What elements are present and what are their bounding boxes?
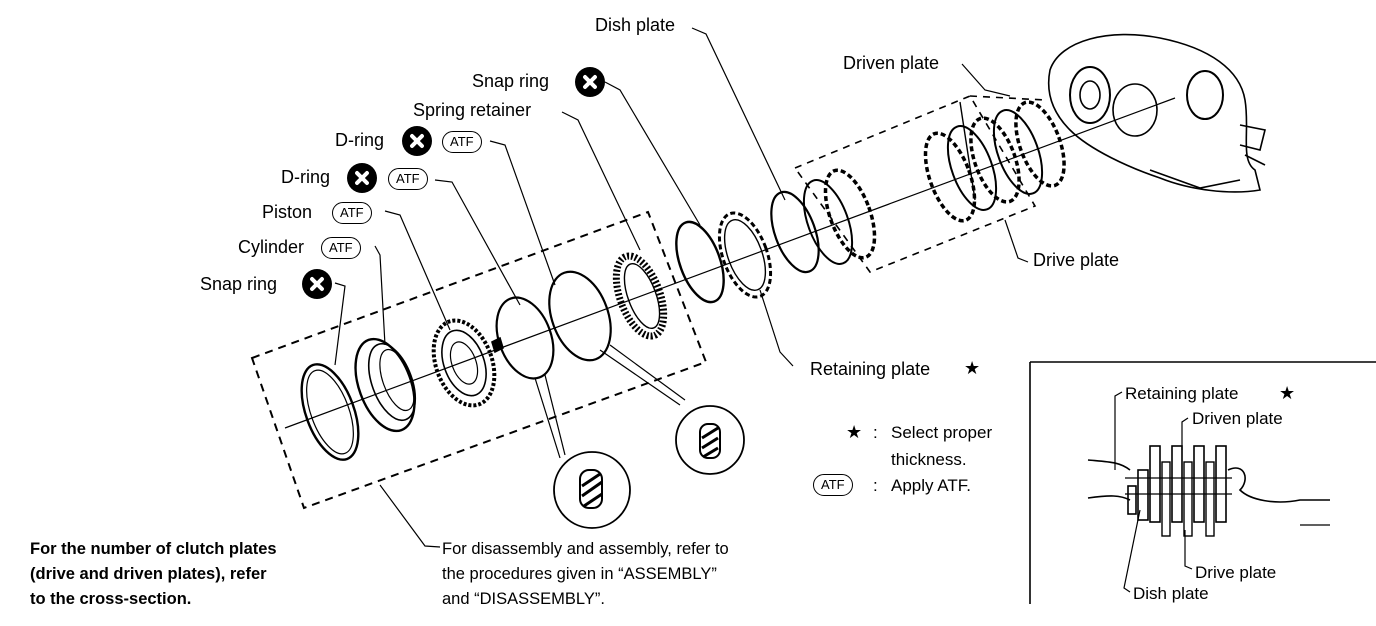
x-mark-icon bbox=[347, 163, 377, 193]
leader-lines bbox=[334, 27, 1029, 548]
note-center-line-1: For disassembly and assembly, refer to bbox=[442, 540, 729, 558]
inset-label-retaining-plate: Retaining plate bbox=[1125, 384, 1239, 403]
label-snap-ring-top: Snap ring bbox=[472, 71, 550, 91]
note-left-line-2: (drive and driven plates), refer bbox=[30, 565, 267, 583]
legend-star-separator: : bbox=[873, 423, 878, 442]
legend-atf-separator: : bbox=[873, 476, 878, 495]
inset-label-driven-plate: Driven plate bbox=[1192, 409, 1283, 428]
legend-star-text-1: Select proper bbox=[891, 423, 993, 442]
note-center-line-2: the procedures given in “ASSEMBLY” bbox=[442, 565, 717, 583]
atf-badge-icon: ATF bbox=[442, 131, 482, 153]
x-mark-icon bbox=[402, 126, 432, 156]
seal-detail-1 bbox=[534, 374, 631, 529]
legend-star-icon: ★ bbox=[846, 422, 863, 442]
label-d-ring-1: D-ring bbox=[335, 130, 385, 150]
label-cylinder: Cylinder bbox=[238, 237, 305, 257]
clutch-pack-envelope bbox=[793, 94, 1037, 273]
note-left-line-1: For the number of clutch plates bbox=[30, 540, 277, 558]
snap-ring-top-part bbox=[675, 220, 725, 304]
transmission-housing bbox=[1047, 33, 1266, 193]
label-driven-plate: Driven plate bbox=[843, 53, 940, 73]
piston-group-box bbox=[250, 210, 708, 510]
star-icon: ★ bbox=[964, 358, 981, 378]
x-mark-icon bbox=[575, 67, 605, 97]
d-ring-2-part bbox=[548, 270, 612, 362]
label-dish-plate: Dish plate bbox=[595, 15, 676, 35]
label-piston: Piston bbox=[262, 202, 313, 222]
atf-badge-icon: ATF bbox=[388, 168, 428, 190]
seal-detail-2 bbox=[599, 344, 745, 475]
label-drive-plate: Drive plate bbox=[1033, 250, 1120, 270]
spring-retainer-part bbox=[612, 252, 668, 340]
clutch-plates-part bbox=[802, 100, 1066, 265]
x-mark-icon bbox=[302, 269, 332, 299]
dish-plate-part bbox=[770, 190, 820, 274]
label-spring-retainer: Spring retainer bbox=[413, 100, 532, 120]
atf-badge-icon: ATF bbox=[321, 237, 361, 259]
retaining-plate-part bbox=[717, 211, 773, 299]
note-left-line-3: to the cross-section. bbox=[30, 590, 192, 608]
cross-section-inset bbox=[1029, 361, 1376, 604]
snap-ring-bottom-part bbox=[300, 363, 360, 461]
atf-badge-icon: ATF bbox=[332, 202, 372, 224]
note-center-line-3: and “DISASSEMBLY”. bbox=[442, 590, 605, 608]
legend-atf-text: Apply ATF. bbox=[891, 476, 971, 495]
inset-label-dish-plate: Dish plate bbox=[1133, 584, 1209, 603]
d-ring-1-part bbox=[495, 296, 555, 380]
inset-star-icon: ★ bbox=[1279, 383, 1296, 403]
label-d-ring-2: D-ring bbox=[281, 167, 331, 187]
label-retaining-plate: Retaining plate bbox=[810, 359, 931, 379]
piston-part bbox=[431, 318, 504, 408]
label-snap-ring-bottom: Snap ring bbox=[200, 274, 278, 294]
cylinder-part bbox=[354, 337, 417, 433]
legend-atf-badge-icon: ATF bbox=[813, 474, 853, 496]
legend-star-text-2: thickness. bbox=[891, 450, 967, 469]
inset-label-drive-plate: Drive plate bbox=[1195, 563, 1277, 582]
